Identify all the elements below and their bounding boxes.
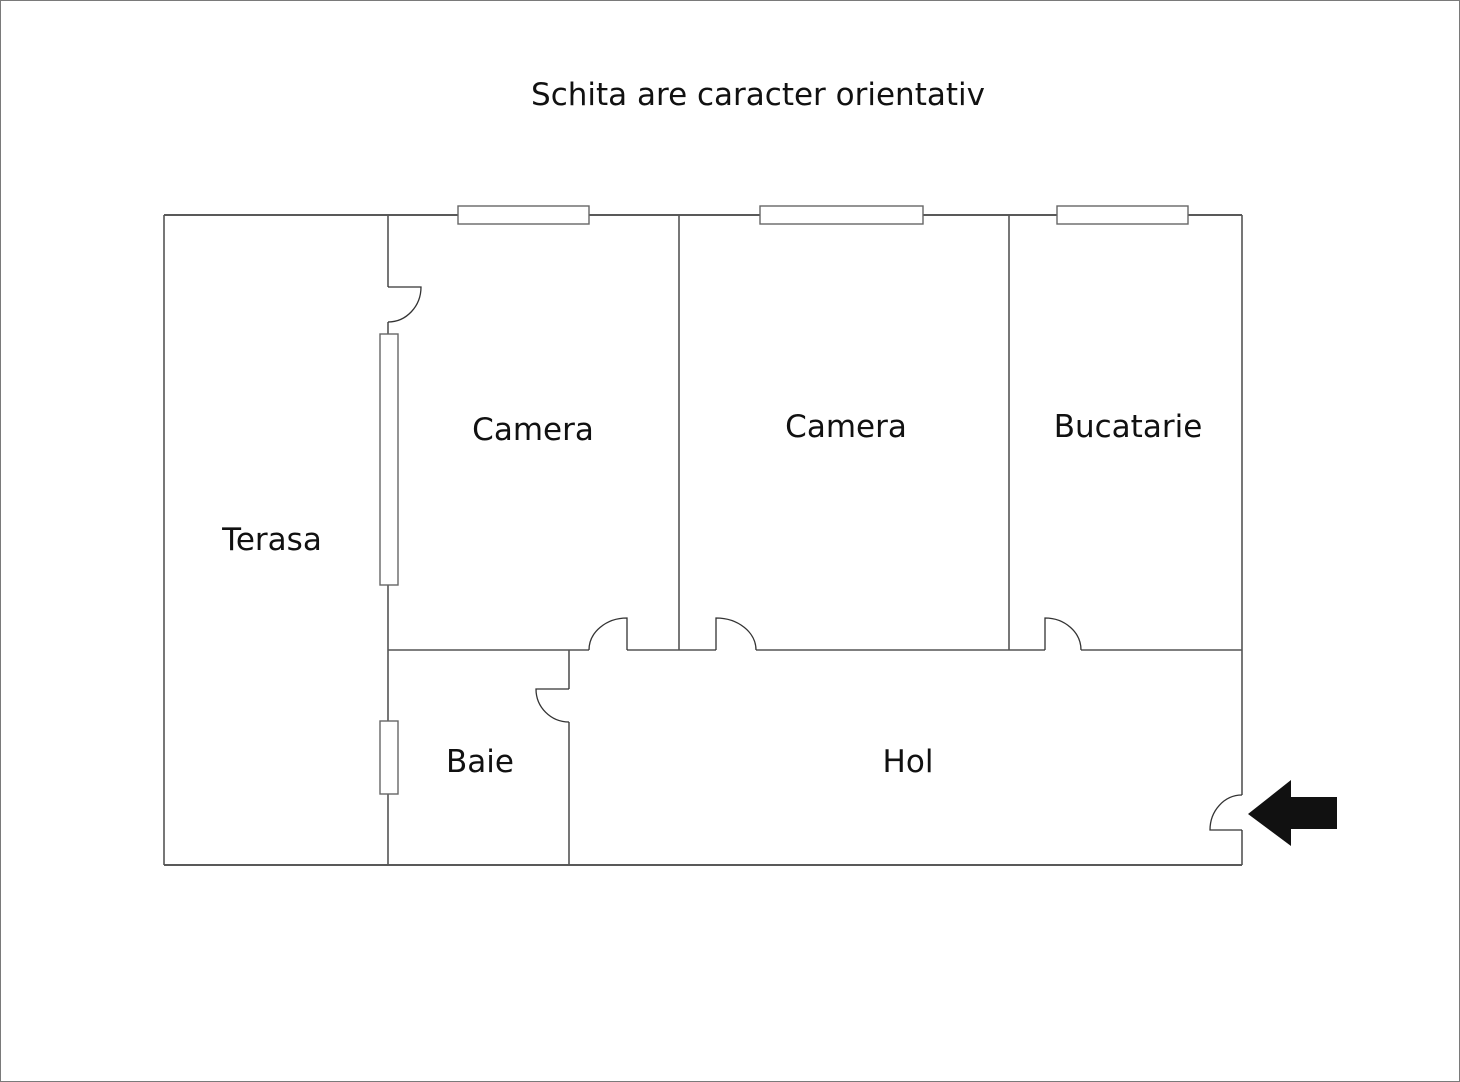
window xyxy=(379,333,399,586)
door-camera2 xyxy=(715,617,757,651)
room-label-baie: Baie xyxy=(446,744,514,780)
room-label-terasa: Terasa xyxy=(222,522,322,558)
door-camera1 xyxy=(588,617,628,651)
plan-title: Schita are caracter orientativ xyxy=(531,77,985,113)
window xyxy=(1056,205,1189,225)
door-bucatarie xyxy=(1044,617,1082,651)
window xyxy=(457,205,590,225)
door-baie xyxy=(535,688,570,723)
door-terasa xyxy=(387,286,422,323)
room-label-camera-2: Camera xyxy=(785,409,907,445)
room-label-hol: Hol xyxy=(882,744,934,780)
door-entrance xyxy=(1209,794,1243,831)
window xyxy=(379,720,399,795)
window xyxy=(759,205,924,225)
room-label-bucatarie: Bucatarie xyxy=(1053,409,1203,445)
entrance-arrow-icon xyxy=(1248,780,1337,846)
room-label-camera-1: Camera xyxy=(472,412,594,448)
